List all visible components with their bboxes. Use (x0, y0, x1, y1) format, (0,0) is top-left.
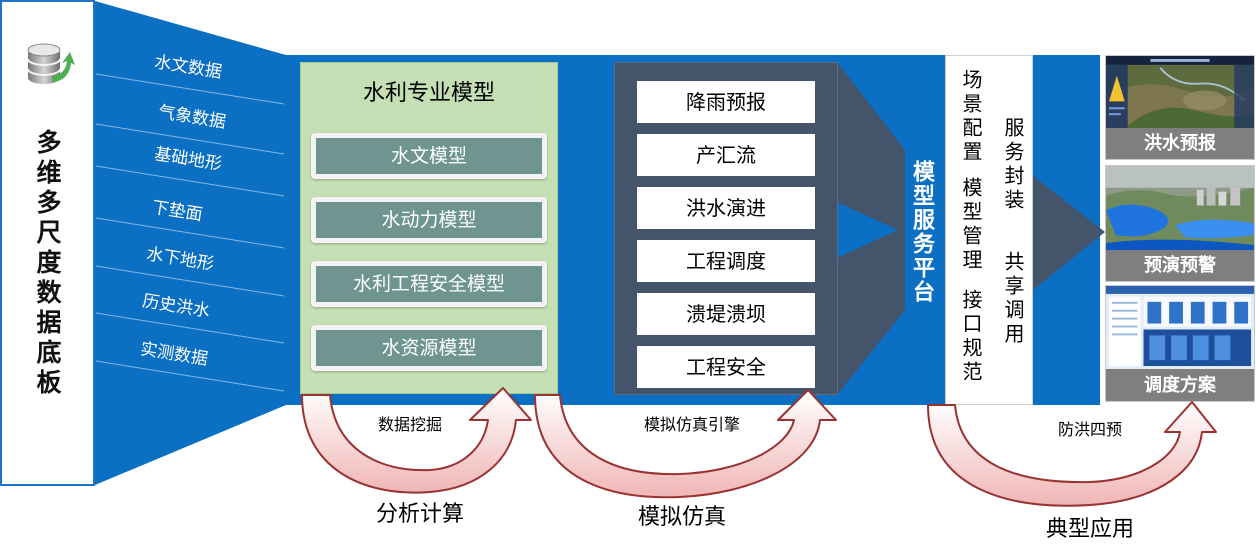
function-service-packaging: 服务封装 (1001, 117, 1025, 213)
funnel-divider-lines (95, 73, 285, 392)
flood-water (1106, 239, 1254, 250)
stage-simulation-label: 模拟仿真 (637, 505, 727, 530)
sim-runoff[interactable]: 产汇流 (637, 134, 815, 176)
green-arrow-icon (52, 52, 75, 82)
gate-pillar (1234, 301, 1249, 324)
stage-analysis-label: 分析计算 (375, 502, 465, 527)
warning-triangle-icon (1108, 75, 1125, 102)
dashboard-sidebar (1108, 296, 1141, 367)
model-label: 水利工程安全模型 (316, 266, 542, 302)
sidebar-line (1111, 301, 1138, 304)
model-water-resources[interactable]: 水资源模型 (311, 325, 547, 371)
stage-data-mining-label: 数据挖掘 (377, 415, 443, 434)
terrain-valley (1125, 107, 1254, 128)
database-icon (27, 43, 75, 84)
screen-right-panel (1234, 64, 1254, 128)
function-scene-config: 场景配置 (959, 69, 983, 165)
service-functions-panel: 场景配置 模型管理 接口规范 服务封装 共享调用 (945, 55, 1033, 405)
scene-building (1206, 185, 1216, 206)
app-label-rehearsal-warning: 预演预警 (1106, 250, 1254, 281)
sidebar-line (1111, 309, 1138, 312)
function-interface-spec: 接口规范 (959, 289, 983, 385)
model-project-safety[interactable]: 水利工程安全模型 (311, 261, 547, 307)
scene-building (1218, 191, 1227, 206)
divider-line (95, 165, 285, 197)
database-top (27, 43, 61, 57)
scene-building (1196, 189, 1204, 206)
function-shared-calling: 共享调用 (1001, 251, 1025, 347)
gate-chamber (1171, 335, 1187, 361)
chevron-inner-arrow (837, 202, 898, 258)
gate-chamber (1149, 335, 1166, 361)
simulation-panel: 降雨预报 产汇流 洪水演进 工程调度 溃堤溃坝 工程安全 (614, 62, 838, 395)
gate-chamber (1192, 335, 1209, 361)
terrain-field (1182, 90, 1227, 111)
sim-flood-routing[interactable]: 洪水演进 (637, 187, 815, 229)
function-model-management: 模型管理 (959, 177, 983, 273)
divider-line (95, 217, 285, 249)
model-label: 水动力模型 (316, 202, 542, 238)
data-base-title: 多维多尺度数据底板 (33, 129, 62, 399)
sim-dike-dam-break[interactable]: 溃堤溃坝 (637, 293, 815, 335)
flood-forecast-screenshot (1106, 56, 1254, 128)
divider-line (95, 73, 285, 105)
gate-pillar (1169, 301, 1183, 324)
scene-haze (1106, 166, 1254, 188)
sim-project-dispatch[interactable]: 工程调度 (637, 240, 815, 282)
app-panel-dispatch-plan: 调度方案 (1105, 285, 1255, 402)
data-base-panel: 多维多尺度数据底板 (0, 0, 95, 486)
screen-title-text (1150, 58, 1210, 62)
divider-line (95, 360, 285, 392)
professional-models-title: 水利专业模型 (362, 81, 495, 106)
gate-pillar (1212, 301, 1227, 324)
database-ring (27, 68, 61, 76)
stage-simulation-engine-label: 模拟仿真引擎 (643, 415, 741, 434)
stage-flood-four-pre-label: 防洪四预 (1057, 420, 1123, 439)
flood-water (1106, 204, 1169, 237)
professional-models-panel: 水利专业模型 水文模型 水动力模型 水利工程安全模型 水资源模型 (300, 62, 558, 394)
app-label-flood-forecast: 洪水预报 (1106, 128, 1254, 159)
sim-rainfall-forecast[interactable]: 降雨预报 (637, 81, 815, 123)
divider-line (95, 265, 285, 297)
terrain-river (1159, 67, 1245, 102)
divider-line (95, 123, 285, 155)
scene-building (1230, 187, 1241, 206)
sidebar-line (1111, 333, 1138, 336)
rehearsal-warning-screenshot (1106, 166, 1254, 250)
model-hydrology[interactable]: 水文模型 (311, 133, 547, 179)
platform-to-apps-arrow (1033, 176, 1105, 290)
model-label: 水资源模型 (316, 330, 542, 366)
sim-project-safety[interactable]: 工程安全 (637, 346, 815, 388)
database-ring (27, 58, 61, 66)
divider-line (95, 312, 285, 344)
gate-chamber (1214, 335, 1231, 361)
data-funnel (95, 1, 286, 485)
app-panel-rehearsal-warning: 预演预警 (1105, 165, 1255, 282)
panel-line (1108, 113, 1121, 116)
service-platform-title: 模型服务平台 (909, 160, 934, 304)
gate-pillar (1147, 301, 1162, 324)
model-hydrodynamics[interactable]: 水动力模型 (311, 197, 547, 243)
app-label-dispatch-plan: 调度方案 (1106, 369, 1254, 401)
flood-water (1175, 219, 1254, 239)
sidebar-line (1111, 325, 1138, 328)
sidebar-line (1111, 317, 1138, 320)
app-panel-flood-forecast: 洪水预报 (1105, 55, 1255, 160)
dispatch-plan-screenshot (1106, 286, 1254, 369)
gate-pillar (1190, 301, 1205, 324)
model-label: 水文模型 (316, 138, 542, 174)
stage-typical-application-label: 典型应用 (1045, 517, 1135, 542)
panel-line (1108, 107, 1125, 110)
dashboard-header (1106, 286, 1254, 294)
database-cylinder (28, 50, 60, 84)
